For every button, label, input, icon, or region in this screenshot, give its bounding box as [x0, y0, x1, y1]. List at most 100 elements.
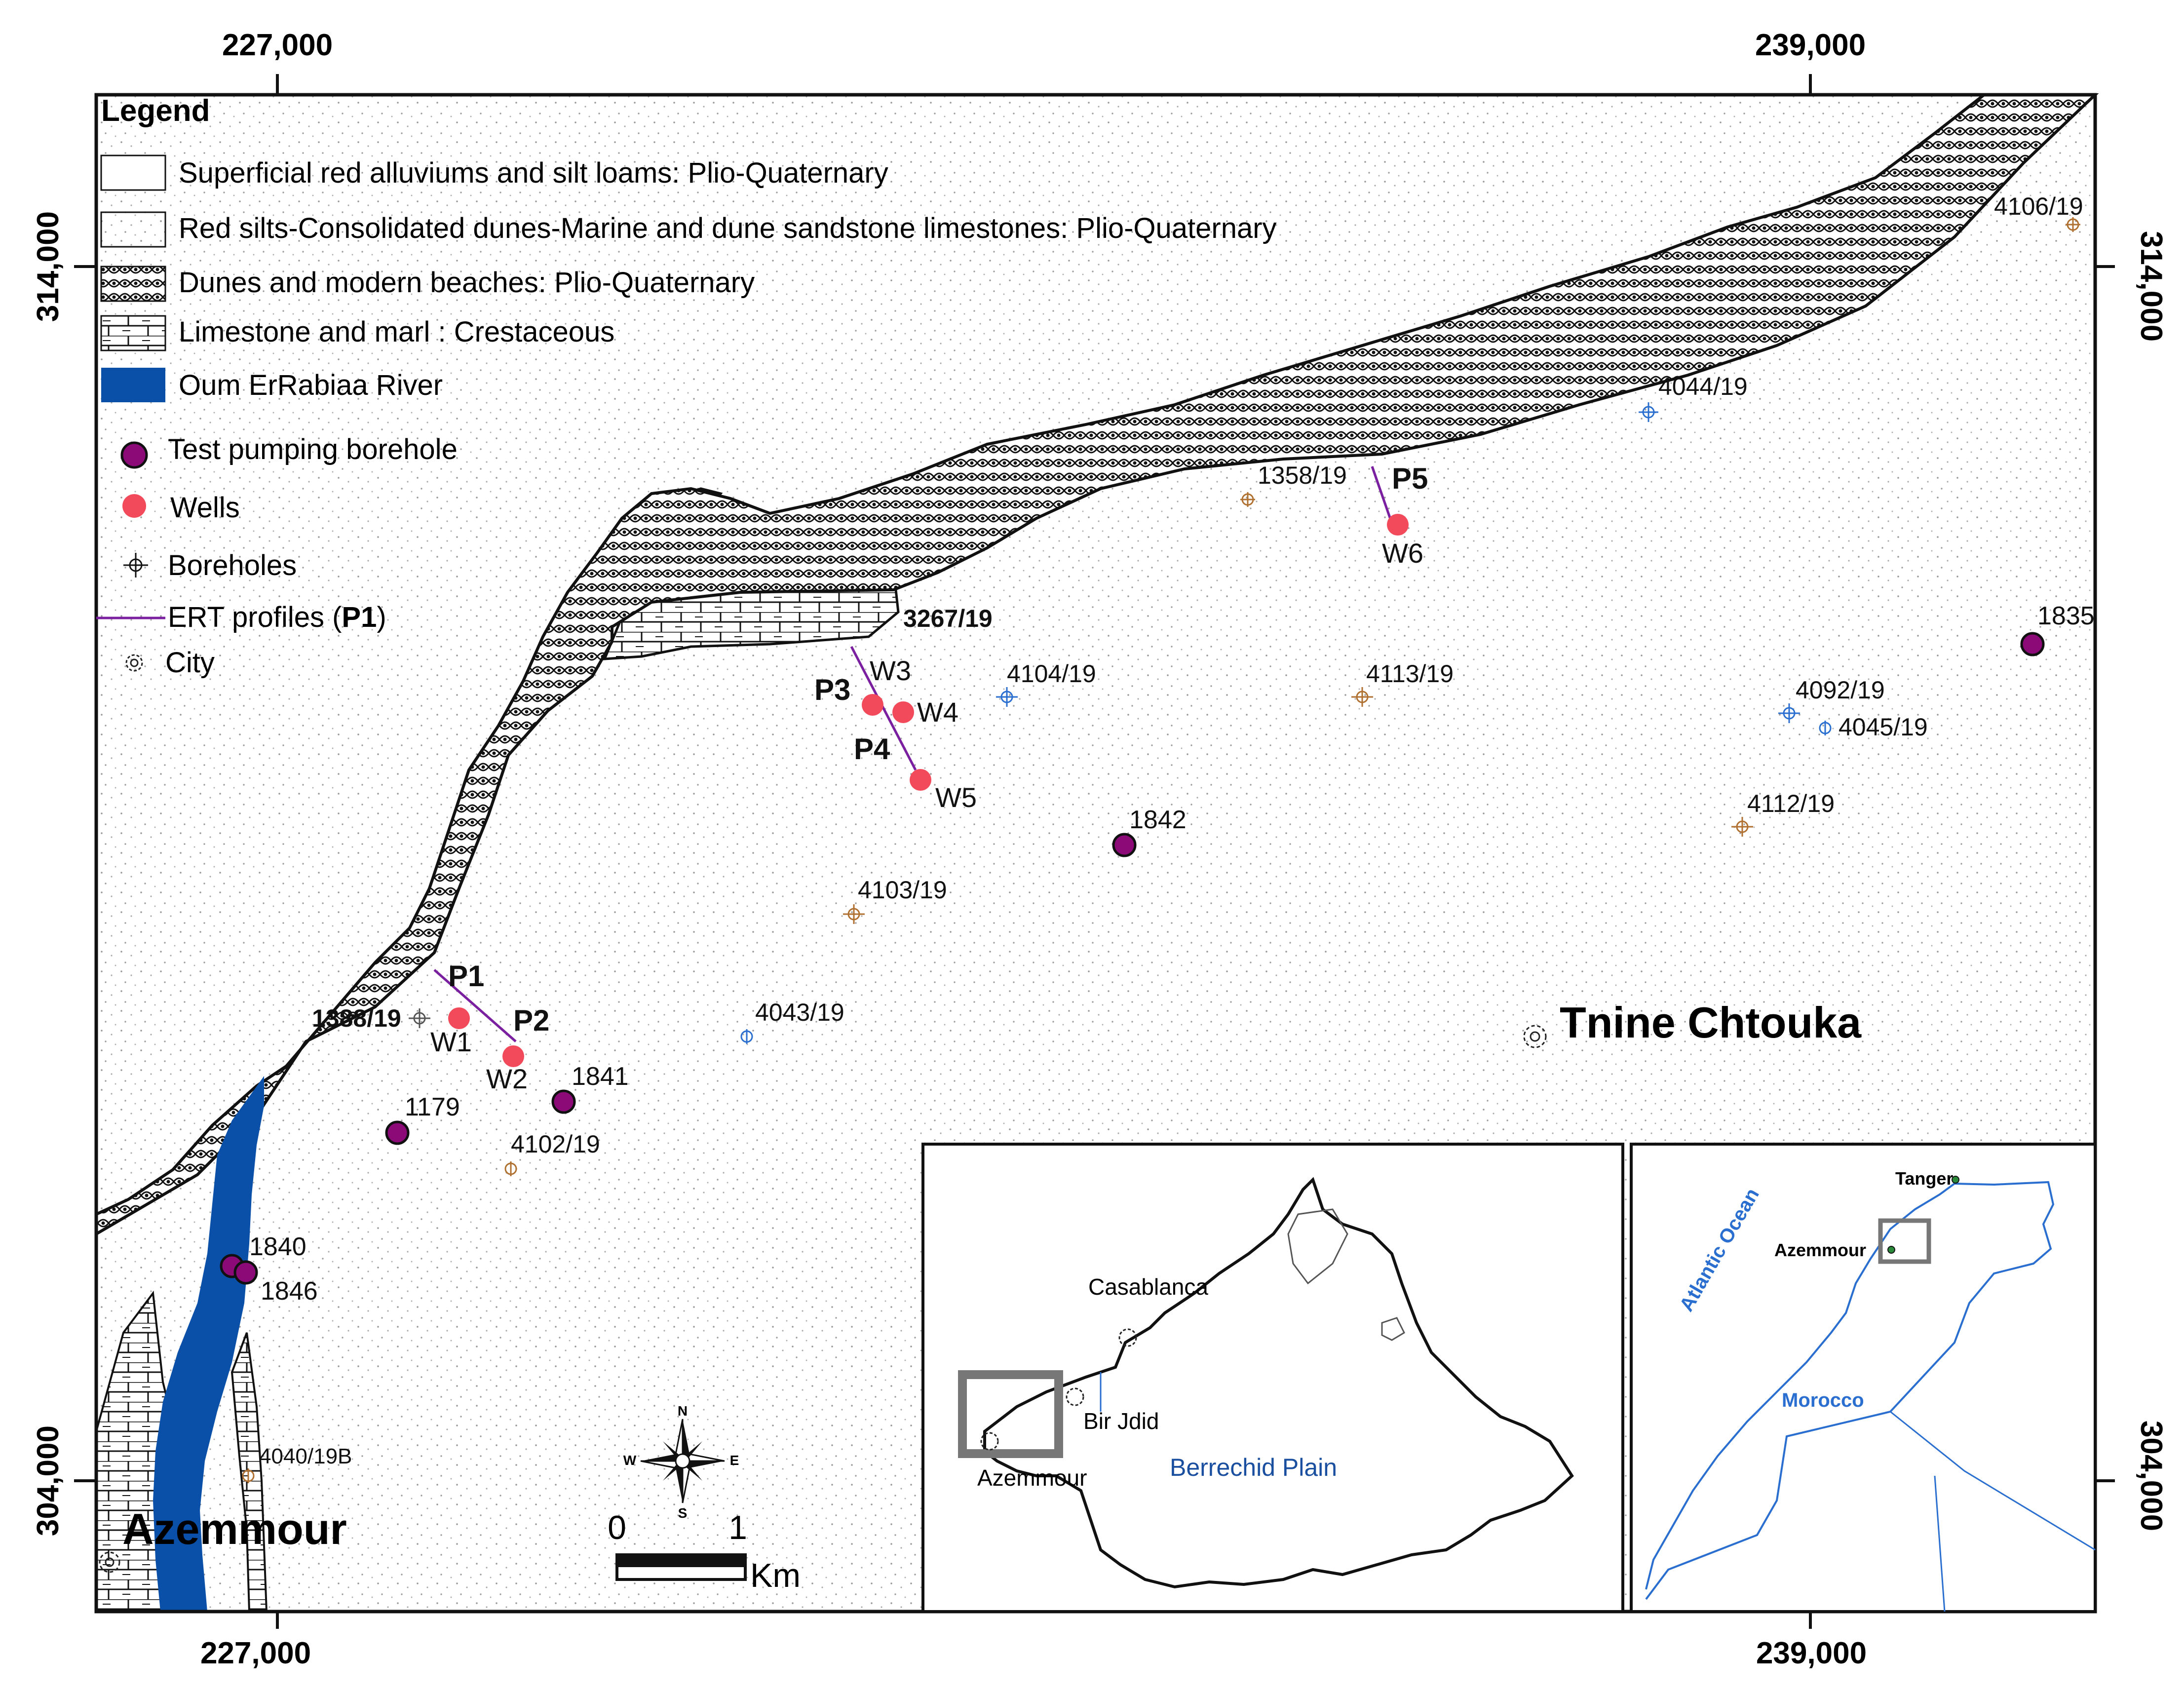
border-line-south	[1934, 1475, 1946, 1612]
legend-city-icon	[125, 654, 143, 672]
x-axis-label-top-left: 227,000	[222, 28, 333, 62]
legend-borehole-icon	[123, 553, 148, 577]
city-label-tnine-chtouka: Tnine Chtouka	[1560, 998, 1862, 1047]
legend-label-silts: Red silts-Consolidated dunes-Marine and …	[179, 212, 1277, 244]
ert-profile-lines	[433, 466, 1393, 1042]
legend-label-wells: Wells	[170, 492, 240, 524]
test-borehole-label: 1846	[261, 1277, 318, 1306]
ert-label-p3: P3	[814, 673, 850, 706]
borehole-marker	[1351, 687, 1373, 707]
well-w1	[448, 1007, 470, 1029]
ert-profile-labels: P1 P2 P3 P4 P5	[448, 462, 1428, 1037]
x-axis-label-top-right: 239,000	[1755, 28, 1866, 62]
well-labels: W1 W2 W3 W4 W5 W6	[430, 538, 1423, 1094]
test-borehole-label: 1842	[1129, 806, 1187, 834]
borehole-marker	[843, 904, 865, 924]
y-axis-label-left-top: 314,000	[31, 211, 65, 322]
ert-line-p5	[1371, 466, 1393, 524]
borehole-label: 1358/19	[1258, 462, 1347, 489]
inset-berrechid-study-area-box	[958, 1370, 1063, 1458]
test-borehole-1835	[2020, 632, 2045, 656]
legend-label-alluviums: Superficial red alluviums and silt loams…	[179, 157, 888, 189]
legend-label-boreholes: Boreholes	[168, 549, 297, 581]
frame-ticks	[74, 74, 2115, 1629]
legend: Legend Superficial red alluviums and sil…	[96, 94, 1277, 679]
well-w5	[910, 769, 931, 791]
borehole-label: 4106/19	[1994, 192, 2083, 220]
borehole-label: 4045/19	[1839, 713, 1928, 741]
inset2-tanger: Tanger	[1895, 1168, 1953, 1189]
borehole-label: 4104/19	[1007, 660, 1096, 688]
borehole-marker	[242, 1468, 255, 1483]
ert-label-p4: P4	[854, 732, 890, 766]
scale-label-one: 1	[728, 1509, 747, 1546]
legend-swatch-silts	[100, 211, 166, 248]
borehole-labels: 4106/19 4044/19 1358/19 3267/19 4104/19 …	[259, 192, 2083, 1468]
test-borehole-label: 1179	[405, 1093, 460, 1121]
limestone-patch-southeast	[230, 1332, 268, 1613]
inset1-casablanca: Casablanca	[1088, 1274, 1208, 1300]
well-w2	[502, 1045, 524, 1067]
azemmour-point-icon	[1887, 1246, 1895, 1254]
west-label: W	[623, 1453, 637, 1468]
borehole-label: 4103/19	[858, 876, 947, 904]
borehole-marker	[1778, 703, 1800, 723]
well-w4	[892, 701, 914, 723]
city-azemmour: Azemmour	[99, 1504, 347, 1573]
y-axis-label-right-top: 314,000	[2134, 231, 2168, 342]
city-tnine-chtouka: Tnine Chtouka	[1523, 998, 1862, 1048]
south-label: S	[678, 1505, 688, 1521]
well-label: W4	[917, 696, 958, 728]
compass-rose-icon	[640, 1419, 725, 1503]
scale-bar-fill	[618, 1556, 744, 1567]
borehole-marker	[996, 687, 1018, 707]
legend-test-borehole-icon	[120, 441, 148, 469]
north-label: N	[678, 1403, 688, 1419]
ert-label-p5: P5	[1392, 462, 1428, 495]
inset1-berrechid-plain: Berrechid Plain	[1170, 1454, 1337, 1481]
legend-swatch-limestone	[100, 315, 166, 351]
borehole-marker	[1819, 721, 1832, 735]
dunes-modern-beaches-belt	[95, 93, 2099, 1237]
ert-line-p3-p4	[850, 646, 917, 771]
test-borehole-label: 1835	[2037, 602, 2095, 630]
inset-morocco-study-area-box	[1878, 1218, 1931, 1264]
inset2-azemmour: Azemmour	[1774, 1240, 1866, 1260]
test-borehole-label: 1840	[249, 1232, 307, 1261]
wells	[448, 514, 1409, 1067]
legend-well-icon	[122, 494, 146, 518]
legend-label-ert: ERT profiles (P1)	[168, 601, 386, 633]
city-icon	[980, 1328, 1137, 1451]
morocco-border	[1645, 1181, 2055, 1600]
scale-label-zero: 0	[608, 1509, 626, 1546]
borehole-markers	[242, 217, 2080, 1483]
legend-label-city: City	[165, 647, 215, 679]
borehole-marker	[2066, 217, 2080, 232]
east-label: E	[730, 1453, 739, 1468]
test-borehole-1842	[1112, 833, 1137, 857]
inset-morocco-frame	[1630, 1143, 2097, 1613]
test-borehole-1179	[385, 1120, 410, 1145]
borehole-label: 4040/19B	[259, 1444, 352, 1468]
ert-label-p1: P1	[448, 960, 484, 993]
x-axis-label-bottom-left: 227,000	[200, 1636, 311, 1670]
test-borehole-1846	[233, 1260, 258, 1285]
legend-swatch-alluviums	[100, 154, 166, 191]
borehole-label: 4044/19	[1658, 373, 1748, 400]
city-icon	[1523, 1025, 1547, 1048]
berrechid-plain-outline	[983, 1177, 1574, 1589]
borehole-label: 4112/19	[1747, 790, 1835, 817]
legend-label-river: Oum ErRabiaa River	[179, 369, 443, 401]
well-w6	[1387, 514, 1409, 536]
borehole-marker	[504, 1161, 517, 1176]
x-axis-label-bottom-right: 239,000	[1756, 1636, 1867, 1670]
well-label: W5	[935, 782, 977, 813]
well-label: W3	[870, 655, 911, 686]
borehole-label: 4043/19	[755, 999, 844, 1026]
borehole-marker	[1240, 492, 1255, 507]
test-pumping-boreholes	[220, 632, 2045, 1285]
y-axis-label-right-bottom: 304,000	[2134, 1421, 2168, 1531]
borehole-marker	[1731, 817, 1753, 837]
test-borehole-labels: 1835 1842 1841 1179 1840 1846	[249, 602, 2095, 1306]
